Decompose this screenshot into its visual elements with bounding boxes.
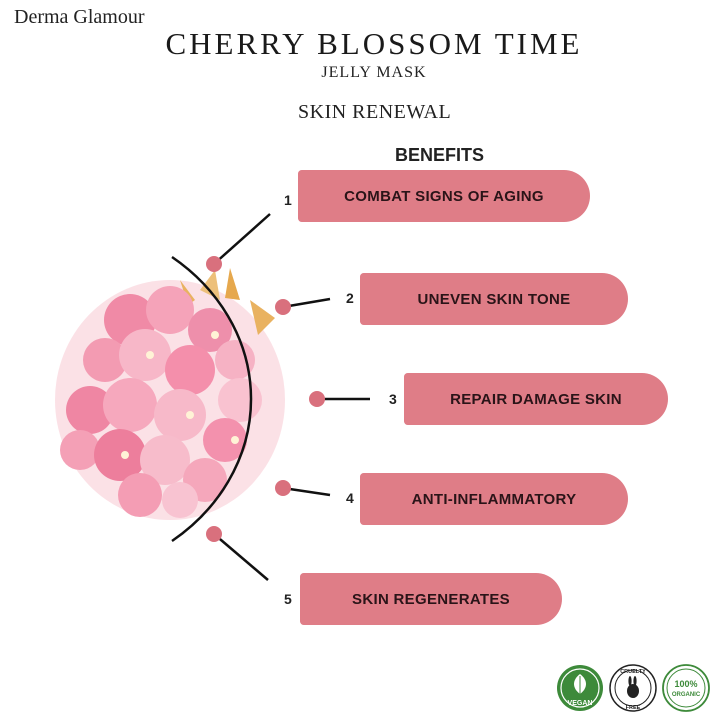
cruelty-badge-top-text: CRUELTY — [620, 669, 646, 675]
benefit-number-3: 3 — [389, 391, 397, 407]
organic-badge-bottom-text: ORGANIC — [672, 692, 701, 698]
marker-dot-4 — [275, 480, 291, 496]
benefit-number-2: 2 — [346, 290, 354, 306]
benefits-heading: BENEFITS — [395, 145, 485, 165]
organic-badge-icon: 100% ORGANIC — [662, 664, 710, 712]
product-subtitle: JELLY MASK — [321, 64, 427, 81]
connector-line-5 — [213, 533, 269, 581]
marker-dot-3 — [309, 391, 325, 407]
arc-line — [171, 255, 253, 543]
cruelty-free-badge-icon: CRUELTY FREE — [609, 664, 657, 712]
brand-name: Derma Glamour — [14, 6, 145, 28]
benefit-label-3: REPAIR DAMAGE SKIN — [450, 390, 622, 408]
benefit-label-1: COMBAT SIGNS OF AGING — [344, 187, 544, 205]
benefit-pill-3: REPAIR DAMAGE SKIN — [404, 373, 668, 425]
cherry-blossom-image — [55, 268, 285, 520]
benefit-pill-2: UNEVEN SKIN TONE — [360, 273, 628, 325]
marker-dot-1 — [206, 256, 222, 272]
benefit-label-5: SKIN REGENERATES — [352, 590, 510, 608]
connector-line-1 — [213, 213, 271, 265]
cruelty-badge-bottom-text: FREE — [626, 705, 641, 711]
marker-dot-5 — [206, 526, 222, 542]
benefit-number-5: 5 — [284, 591, 292, 607]
page-title: CHERRY BLOSSOM TIME — [165, 26, 583, 61]
marker-dot-2 — [275, 299, 291, 315]
organic-badge-top-text: 100% — [674, 679, 697, 689]
benefit-number-4: 4 — [346, 490, 354, 506]
benefit-pill-1: COMBAT SIGNS OF AGING — [298, 170, 590, 222]
benefit-label-2: UNEVEN SKIN TONE — [417, 290, 571, 308]
tagline: SKIN RENEWAL — [298, 101, 452, 123]
benefit-pill-4: ANTI-INFLAMMATORY — [360, 473, 628, 525]
vegan-badge-text: VEGAN — [568, 700, 593, 707]
benefit-label-4: ANTI-INFLAMMATORY — [411, 490, 577, 508]
vegan-badge-icon: VEGAN — [557, 665, 603, 711]
benefit-number-1: 1 — [284, 192, 292, 208]
benefit-pill-5: SKIN REGENERATES — [300, 573, 562, 625]
